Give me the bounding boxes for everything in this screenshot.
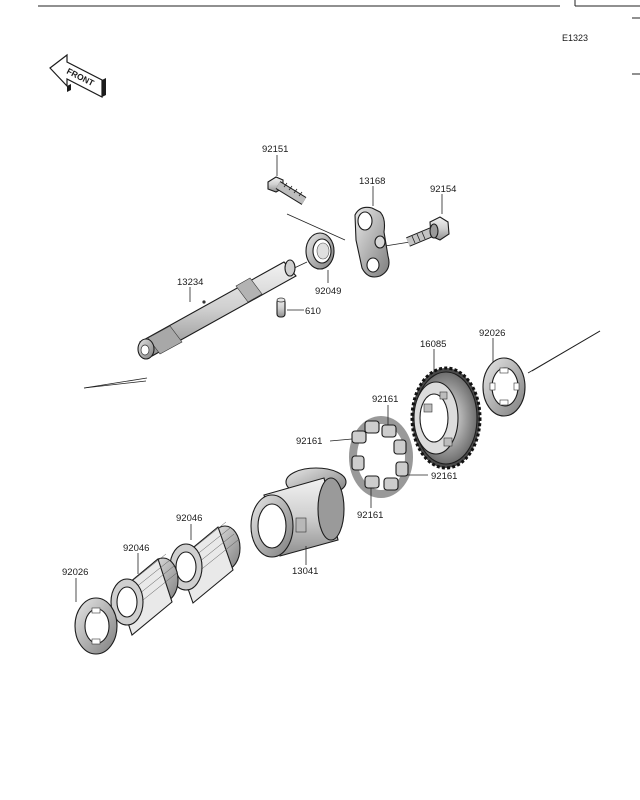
- label-610: 610: [305, 306, 321, 317]
- diagram-code: E1323: [562, 33, 588, 43]
- bolt-92151: [267, 176, 307, 205]
- label-92026-left: 92026: [62, 567, 88, 578]
- label-16085: 16085: [420, 339, 446, 350]
- washer-92026-left: [74, 597, 118, 655]
- label-92161-bottom: 92161: [357, 510, 383, 521]
- page-header-rules: [38, 0, 640, 75]
- label-92154: 92154: [430, 184, 456, 195]
- label-92049: 92049: [315, 286, 341, 297]
- label-92046-right: 92046: [176, 513, 202, 524]
- pin-610: [276, 297, 286, 318]
- leader-lines: [75, 155, 494, 602]
- part-number-labels: 92151 13168 92154 92049 13234 610 16085 …: [62, 144, 505, 578]
- label-13234: 13234: [177, 277, 203, 288]
- front-arrow-icon: FRONT: [49, 53, 106, 98]
- label-92026-right: 92026: [479, 328, 505, 339]
- gear-16085: [410, 366, 482, 470]
- damper-set-92161: [349, 416, 413, 498]
- assembly-axis-lines: [83, 213, 601, 389]
- label-92046-left: 92046: [123, 543, 149, 554]
- washer-92026-right: [482, 357, 526, 417]
- hub-13041: [250, 467, 347, 558]
- shaft-13234: [137, 259, 297, 360]
- arm-13168: [354, 206, 390, 278]
- bolt-92154: [406, 216, 450, 247]
- label-92161-right: 92161: [431, 471, 457, 482]
- label-92161-left: 92161: [296, 436, 322, 447]
- label-13168: 13168: [359, 176, 385, 187]
- label-92151: 92151: [262, 144, 288, 155]
- oil-seal-92049: [305, 232, 335, 270]
- needle-bearing-92046-left: [110, 553, 179, 636]
- label-92161-top: 92161: [372, 394, 398, 405]
- label-13041: 13041: [292, 566, 318, 577]
- needle-bearing-92046-right: [169, 521, 241, 604]
